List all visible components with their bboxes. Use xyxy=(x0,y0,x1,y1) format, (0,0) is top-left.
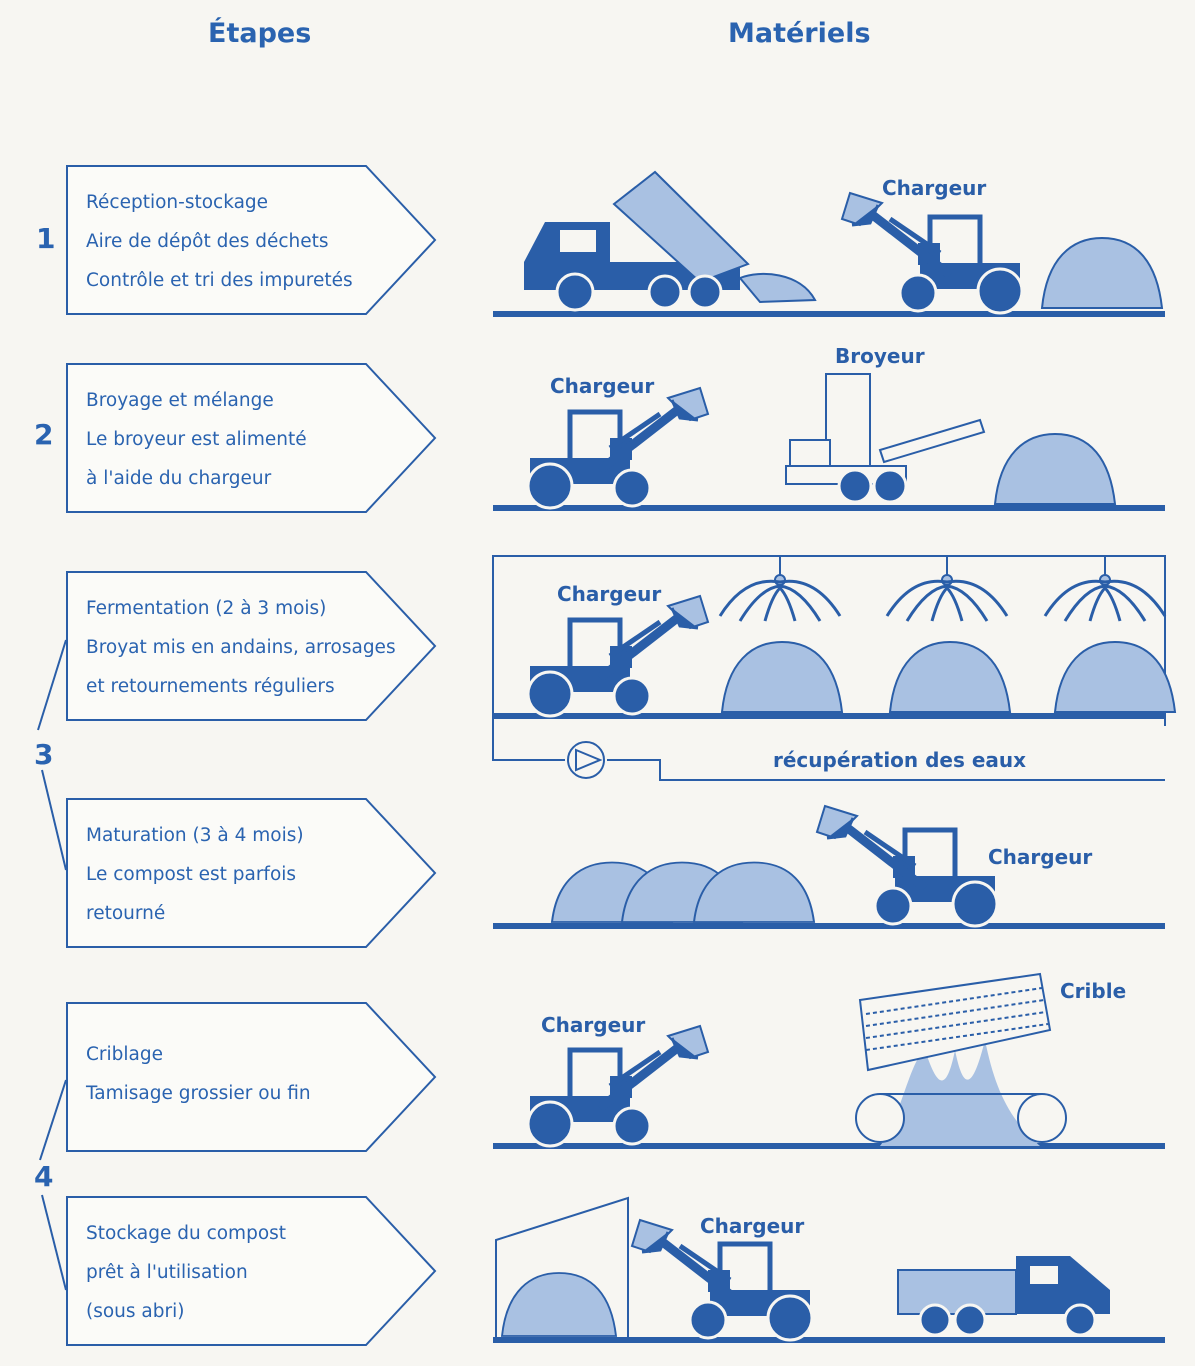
label-chargeur-1: Chargeur xyxy=(882,176,987,200)
step-box-reception: Réception-stockage Aire de dépôt des déc… xyxy=(66,165,437,315)
scene-broyage xyxy=(493,373,1165,508)
scene-maturation xyxy=(493,806,1165,926)
step-box-broyage: Broyage et mélange Le broyeur est alimen… xyxy=(66,363,437,513)
stage-number-3: 3 xyxy=(34,738,54,771)
label-chargeur-6: Chargeur xyxy=(700,1214,805,1238)
step-box-fermentation: Fermentation (2 à 3 mois) Broyat mis en … xyxy=(66,571,437,721)
step-line: (sous abri) xyxy=(86,1301,185,1322)
step-line: retourné xyxy=(86,903,166,924)
step-line: Broyat mis en andains, arrosages xyxy=(86,637,396,658)
label-chargeur-3: Chargeur xyxy=(557,582,662,606)
label-chargeur-5: Chargeur xyxy=(541,1013,646,1037)
step-line: Stockage du compost xyxy=(86,1223,287,1244)
scene-fermentation xyxy=(492,554,1176,781)
step-line: Le broyeur est alimenté xyxy=(86,429,307,450)
step-box-criblage: Criblage Tamisage grossier ou fin xyxy=(66,1002,437,1152)
scene-criblage xyxy=(493,972,1165,1146)
header-etapes: Étapes xyxy=(208,18,312,49)
stage-number-4: 4 xyxy=(34,1160,54,1193)
step-line: Criblage xyxy=(86,1044,164,1065)
scene-stockage xyxy=(493,1196,1165,1340)
step-line: à l'aide du chargeur xyxy=(86,468,272,489)
scene-reception xyxy=(493,170,1165,314)
step-line: Fermentation (2 à 3 mois) xyxy=(86,598,327,619)
step-line: prêt à l'utilisation xyxy=(86,1262,248,1283)
label-broyeur: Broyeur xyxy=(835,344,925,368)
label-chargeur-2: Chargeur xyxy=(550,374,655,398)
step-line: et retournements réguliers xyxy=(86,676,335,697)
label-recuperation: récupération des eaux xyxy=(773,748,1027,772)
header-materiels: Matériels xyxy=(728,18,871,49)
label-chargeur-4: Chargeur xyxy=(988,845,1093,869)
step-box-maturation: Maturation (3 à 4 mois) Le compost est p… xyxy=(66,798,437,948)
step-box-stockage: Stockage du compost prêt à l'utilisation… xyxy=(66,1196,437,1346)
step-line: Aire de dépôt des déchets xyxy=(86,231,329,252)
step-line: Contrôle et tri des impuretés xyxy=(86,270,353,291)
label-crible: Crible xyxy=(1060,979,1127,1003)
stage-brackets xyxy=(37,639,67,1291)
step-line: Maturation (3 à 4 mois) xyxy=(86,825,304,846)
step-line: Le compost est parfois xyxy=(86,864,297,885)
step-line: Réception-stockage xyxy=(86,192,269,213)
stage-number-2: 2 xyxy=(34,418,54,451)
stage-number-1: 1 xyxy=(36,222,56,255)
step-line: Broyage et mélange xyxy=(86,390,274,411)
step-line: Tamisage grossier ou fin xyxy=(86,1083,311,1104)
